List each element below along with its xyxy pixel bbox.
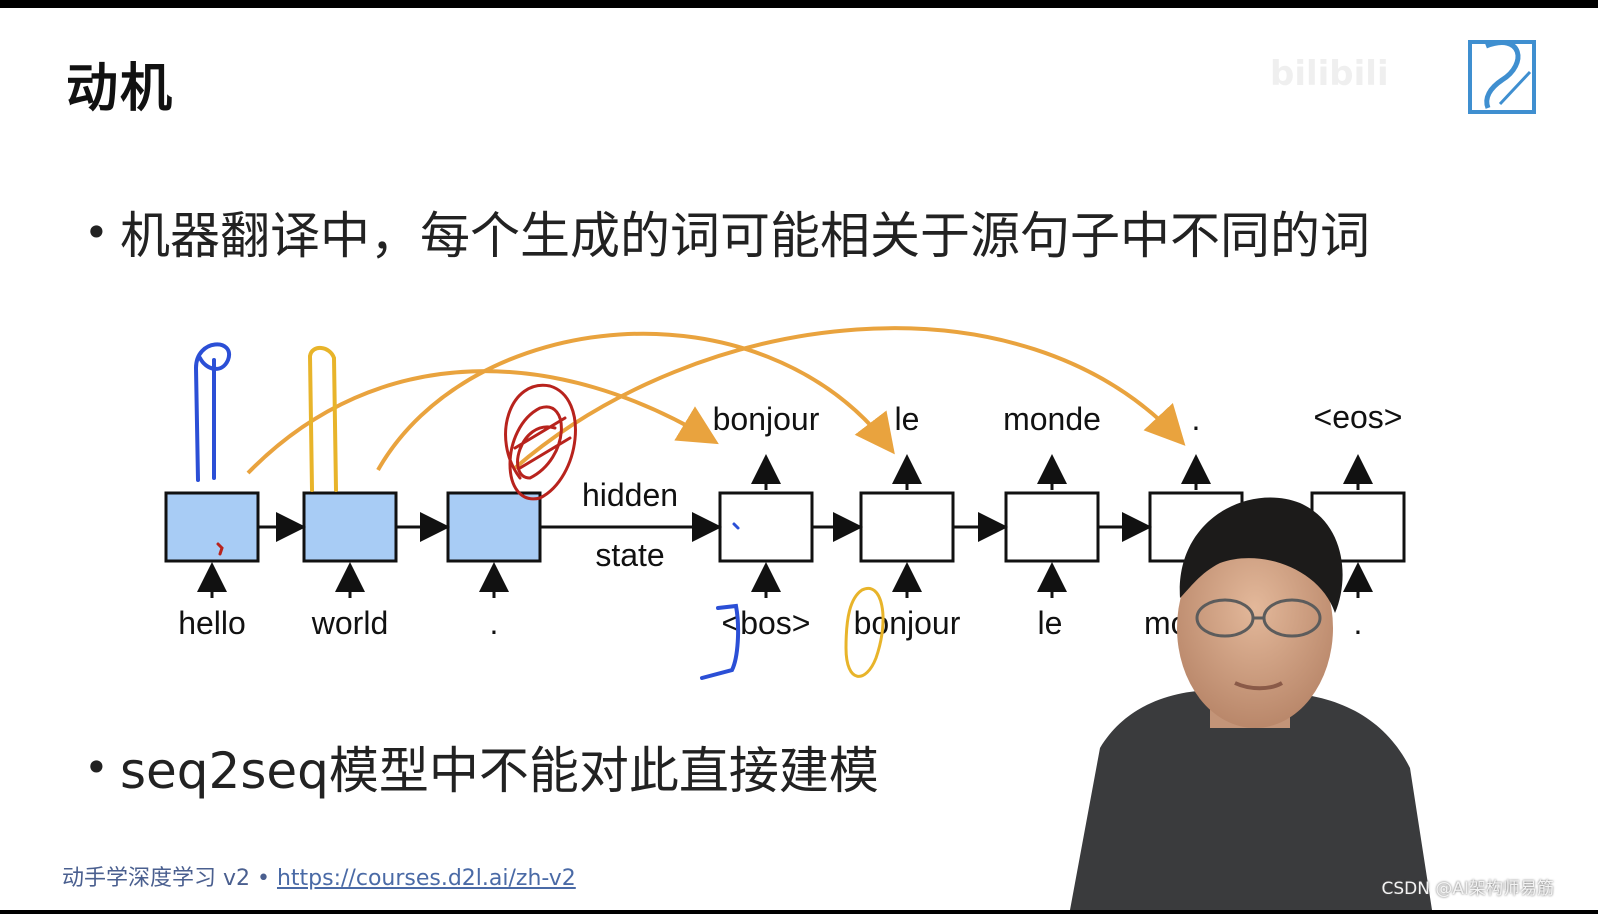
- bullet-item-2: •seq2seq模型中不能对此直接建模: [84, 731, 879, 803]
- slide: 动机 bilibili •机器翻译中，每个生成的词可能相关于源句子中不同的词: [0, 8, 1598, 910]
- ink-blue-mark: [193, 342, 232, 482]
- ink-yellow-mark: [844, 586, 885, 678]
- decoder-output-label: bonjour: [713, 401, 820, 437]
- bullet-icon: •: [84, 743, 109, 792]
- encoder-box-3: [446, 491, 542, 563]
- bullet-text-2: seq2seq模型中不能对此直接建模: [120, 742, 879, 800]
- d2l-logo-icon: [1468, 40, 1536, 114]
- decoder-box-2: [859, 491, 955, 563]
- presenter-video-overlay: [1070, 497, 1432, 910]
- attention-arc-hello-bonjour: [246, 369, 719, 475]
- ink-blue-mark: [700, 603, 741, 680]
- decoder-input-label: bonjour: [854, 605, 961, 641]
- presenter-hair: [1179, 497, 1343, 613]
- hidden-state-label: state: [595, 537, 664, 573]
- csdn-watermark: CSDN @AI架构师易筋: [1381, 879, 1554, 899]
- page-title: 动机: [66, 59, 175, 119]
- presenter-mouth: [1234, 681, 1284, 691]
- decoder-output-label: le: [895, 401, 920, 437]
- encoder-box-2: [302, 491, 398, 563]
- presenter-glasses: [1195, 598, 1322, 638]
- ink-yellow-mark: [307, 346, 338, 492]
- bullet-text-1: 机器翻译中，每个生成的词可能相关于源句子中不同的词: [120, 207, 1370, 265]
- ink-red-mark: [216, 542, 224, 556]
- encoder-input-label: .: [490, 605, 499, 641]
- hidden-state-label: hidden: [582, 477, 678, 513]
- decoder-output-label: monde: [1003, 401, 1101, 437]
- presenter-face: [1177, 528, 1333, 728]
- slide-footer: 动手学深度学习 v2 • https://courses.d2l.ai/zh-v…: [62, 860, 576, 892]
- decoder-box-1: [718, 491, 814, 563]
- presenter-shirt: [1070, 690, 1432, 910]
- bullet-item-1: •机器翻译中，每个生成的词可能相关于源句子中不同的词: [84, 196, 1370, 268]
- footer-course-name: 动手学深度学习 v2 •: [62, 866, 277, 891]
- encoder-input-label: world: [311, 605, 388, 641]
- bullet-icon: •: [84, 208, 109, 257]
- encoder-input-label: hello: [178, 605, 246, 641]
- bilibili-watermark-logo: bilibili: [1270, 54, 1389, 94]
- attention-arc-world-le: [376, 331, 895, 471]
- ink-red-scribble: [504, 383, 577, 501]
- decoder-input-label: .: [1354, 605, 1363, 641]
- decoder-output-label: .: [1192, 401, 1201, 437]
- ink-blue-mark: [732, 522, 740, 530]
- decoder-output-label: <eos>: [1314, 399, 1403, 435]
- encoder-box-1: [164, 491, 260, 563]
- footer-course-link[interactable]: https://courses.d2l.ai/zh-v2: [276, 866, 576, 891]
- attention-arc-period-period: [513, 326, 1186, 470]
- decoder-input-label: le: [1038, 605, 1063, 641]
